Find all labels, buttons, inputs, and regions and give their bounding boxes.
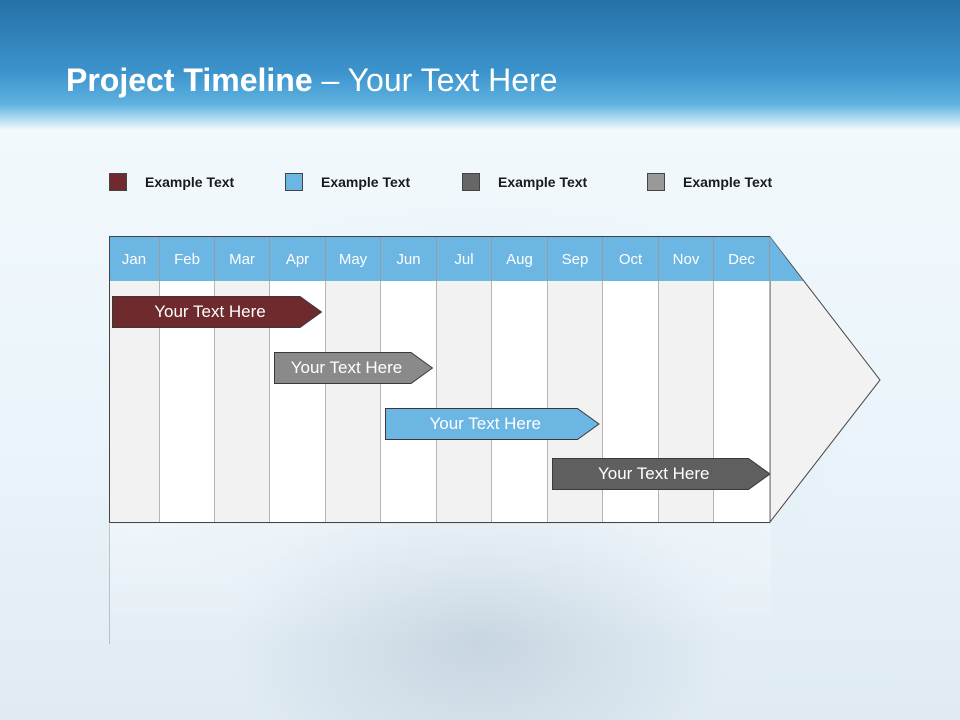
legend-swatch <box>462 173 480 191</box>
month-header-jun: Jun <box>381 237 437 281</box>
timeline-task-bar[interactable]: Your Text Here <box>112 296 322 328</box>
legend-item: Example Text <box>109 170 234 194</box>
timeline-reflection <box>109 524 771 644</box>
task-label: Your Text Here <box>597 464 710 483</box>
arrowhead-shape <box>769 235 881 524</box>
task-label: Your Text Here <box>429 414 541 433</box>
legend-item: Example Text <box>647 170 772 194</box>
task-arrow-shape <box>112 296 322 328</box>
timeline-task-bar[interactable]: Your Text Here <box>274 352 433 384</box>
month-header-oct: Oct <box>603 237 659 281</box>
month-header-jul: Jul <box>437 237 492 281</box>
month-header-may: May <box>326 237 381 281</box>
task-label: Your Text Here <box>290 358 403 377</box>
timeline-task-bar[interactable]: Your Text Here <box>385 408 600 440</box>
arrowhead-header-tip <box>770 237 803 281</box>
title-bold: Project Timeline <box>66 62 313 98</box>
legend-swatch <box>647 173 665 191</box>
month-header-dec: Dec <box>714 237 770 281</box>
month-header-feb: Feb <box>160 237 215 281</box>
month-header-apr: Apr <box>270 237 326 281</box>
task-arrow-shape <box>274 352 433 384</box>
month-column <box>437 281 492 522</box>
legend-swatch <box>109 173 127 191</box>
legend-label: Example Text <box>498 174 588 190</box>
title-subtitle: – Your Text Here <box>312 62 558 98</box>
legend-label: Example Text <box>321 174 411 190</box>
month-column <box>492 281 548 522</box>
legend-swatch <box>285 173 303 191</box>
legend-label: Example Text <box>683 174 773 190</box>
month-header-aug: Aug <box>492 237 548 281</box>
month-header-jan: Jan <box>109 237 160 281</box>
legend-item: Example Text <box>285 170 410 194</box>
legend: Example Text Example Text Example Text E… <box>0 170 960 194</box>
slide-title: Project Timeline – Your Text Here <box>66 60 558 100</box>
month-column <box>381 281 437 522</box>
month-header-nov: Nov <box>659 237 714 281</box>
month-header-mar: Mar <box>215 237 270 281</box>
task-arrow-shape <box>385 408 600 440</box>
header-band <box>0 0 960 130</box>
task-arrow-shape <box>551 458 770 490</box>
month-column <box>326 281 381 522</box>
task-label: Your Text Here <box>154 302 266 321</box>
legend-item: Example Text <box>462 170 587 194</box>
month-header-sep: Sep <box>548 237 603 281</box>
legend-label: Example Text <box>145 174 235 190</box>
timeline-task-bar[interactable]: Your Text Here <box>551 458 770 490</box>
